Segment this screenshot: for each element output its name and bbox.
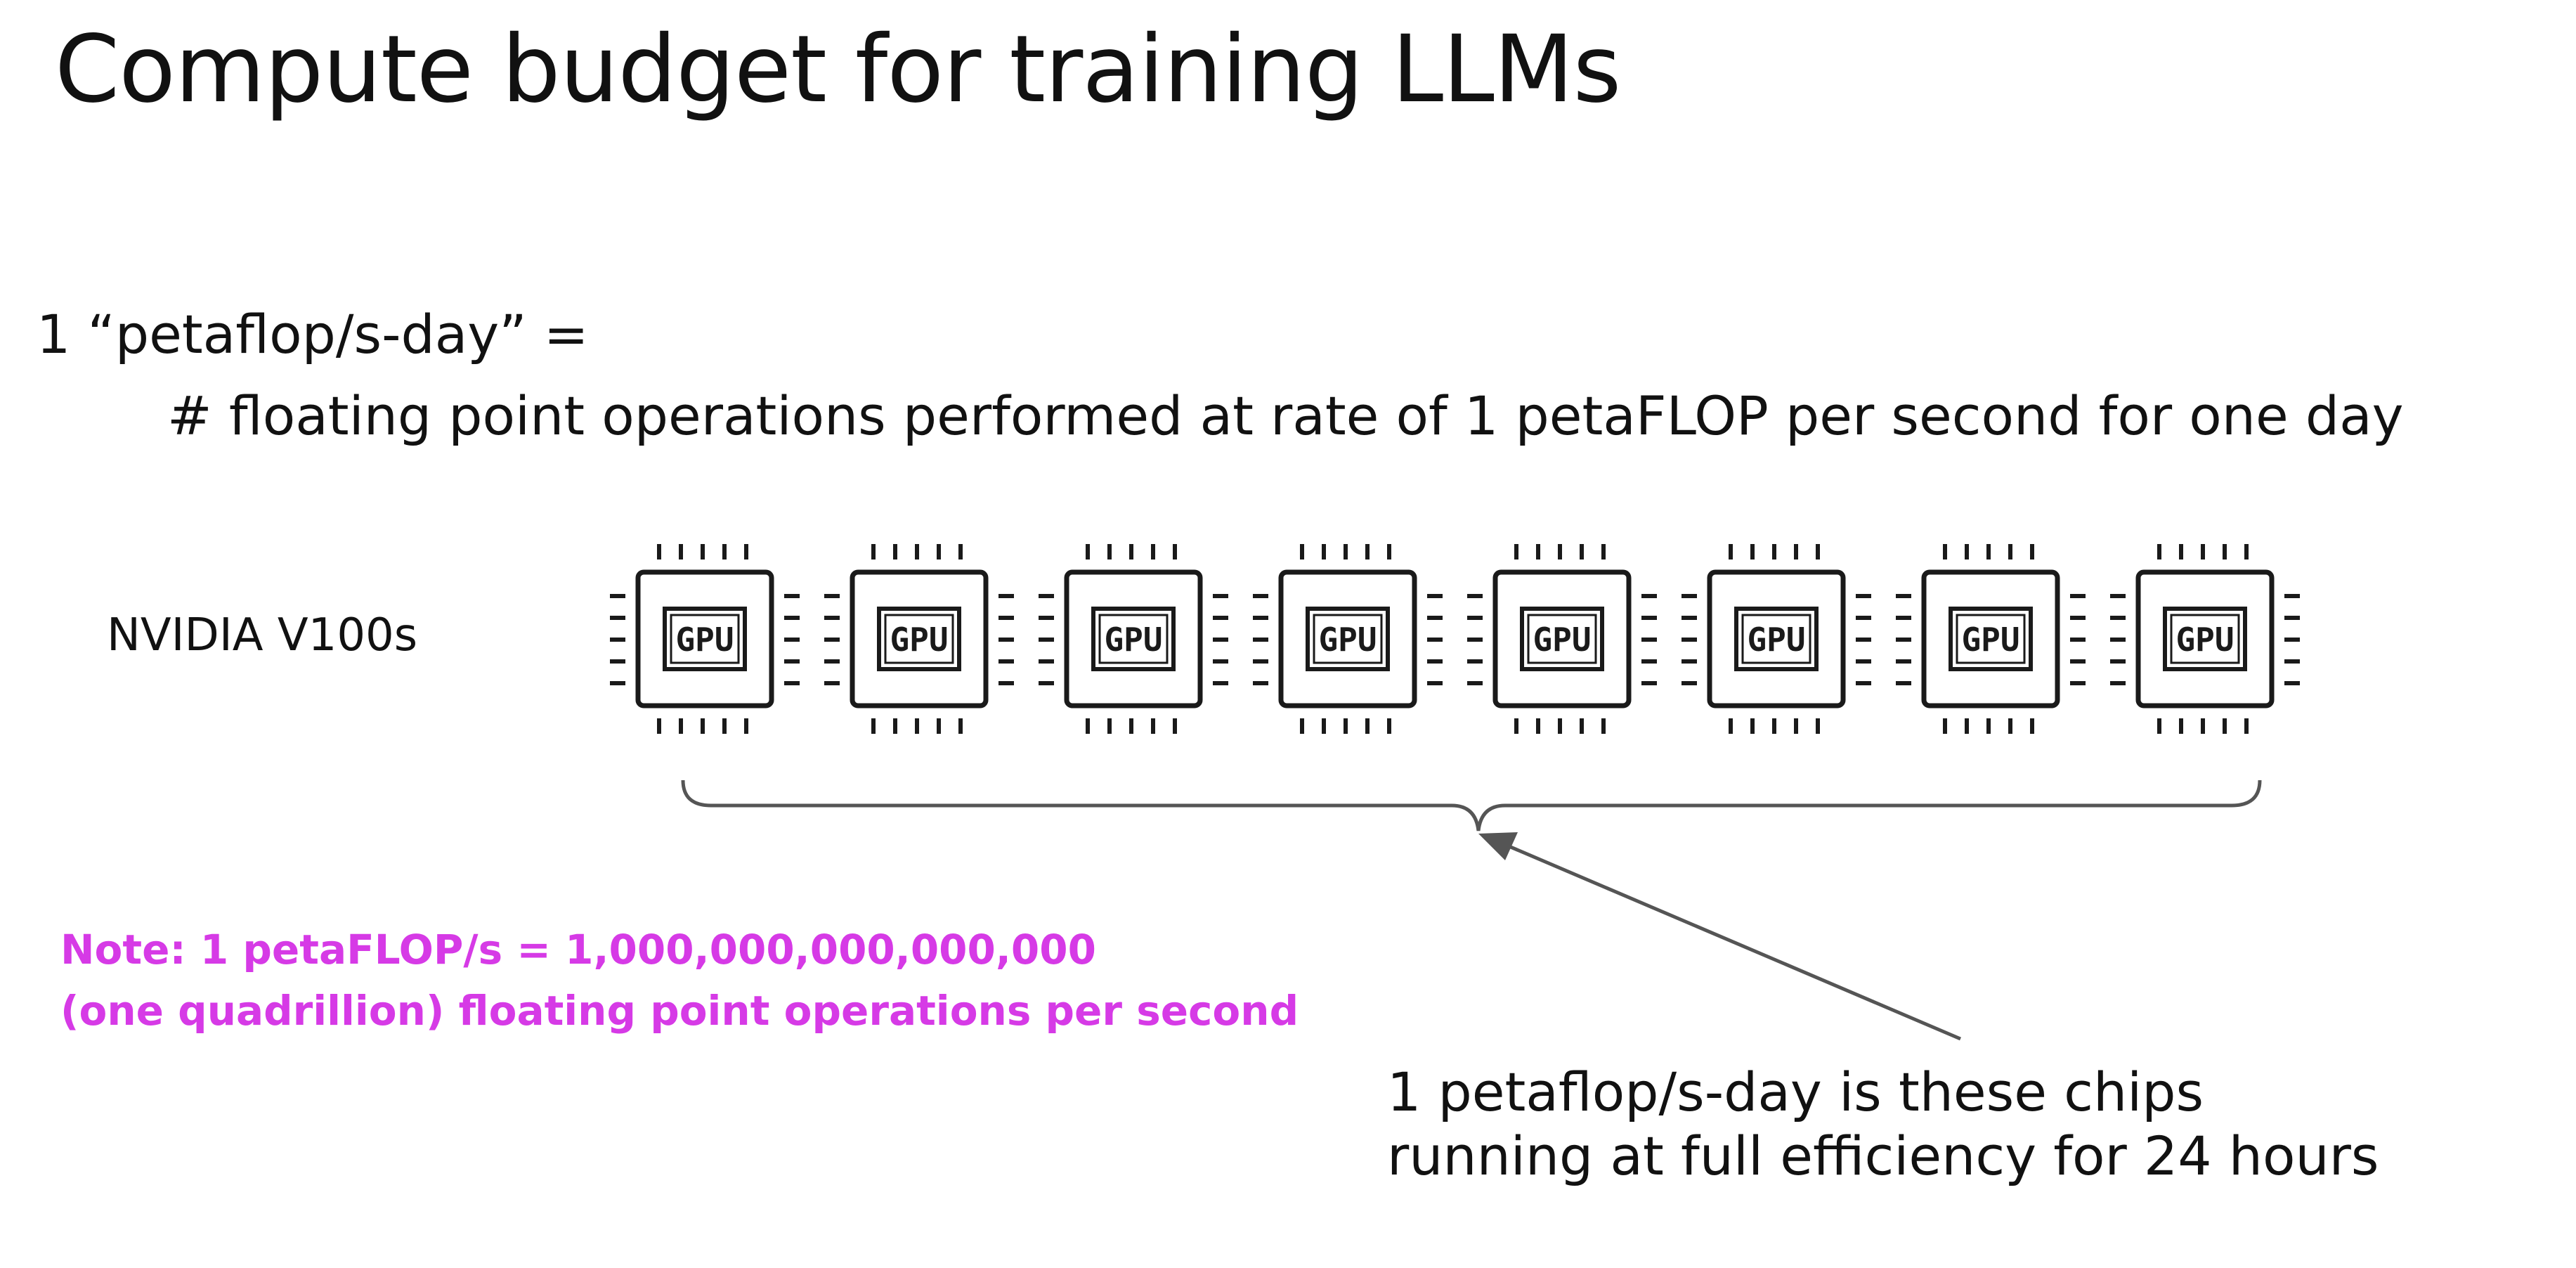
gpu-model-label: NVIDIA V100s [107, 609, 418, 661]
gpu-chip-icon: GPU [610, 544, 800, 734]
gpu-chip-label: GPU [2175, 621, 2234, 659]
callout-arrow-head [1478, 832, 1518, 860]
gpu-chip-icon: GPU [1253, 544, 1443, 734]
gpu-chip-label: GPU [1104, 621, 1162, 659]
gpu-chip-label: GPU [1533, 621, 1591, 659]
gpu-chip-label: GPU [1318, 621, 1377, 659]
callout-line-1: 1 petaflop/s-day is these chips [1387, 1061, 2204, 1123]
gpu-chip-icon: GPU [1467, 544, 1657, 734]
definition-term: 1 “petaflop/s-day” = [37, 303, 589, 365]
definition-text: # floating point operations performed at… [167, 384, 2404, 447]
note-line-2: (one quadrillion) floating point operati… [60, 987, 1299, 1035]
gpu-chip-label: GPU [1961, 621, 2019, 659]
note-line-1: Note: 1 petaFLOP/s = 1,000,000,000,000,0… [60, 926, 1096, 973]
curly-brace [681, 779, 2262, 832]
callout-arrow-line [1502, 841, 1961, 1041]
gpu-chip-icon: GPU [1681, 544, 1871, 734]
gpu-chip-label: GPU [890, 621, 948, 659]
gpu-chip-label: GPU [675, 621, 734, 659]
gpu-chip-row: GPU GPU GPU GPU GPU GPU GPU GPU [610, 544, 2300, 734]
gpu-chip-icon: GPU [824, 544, 1014, 734]
callout-text: 1 petaflop/s-day is these chips running … [1387, 1060, 2379, 1188]
slide-title: Compute budget for training LLMs [55, 15, 1621, 124]
gpu-chip-icon: GPU [2110, 544, 2300, 734]
gpu-chip-icon: GPU [1039, 544, 1228, 734]
gpu-chip-icon: GPU [1896, 544, 2086, 734]
callout-line-2: running at full efficiency for 24 hours [1387, 1125, 2379, 1188]
note-text: Note: 1 petaFLOP/s = 1,000,000,000,000,0… [60, 919, 1299, 1042]
gpu-chip-label: GPU [1747, 621, 1805, 659]
